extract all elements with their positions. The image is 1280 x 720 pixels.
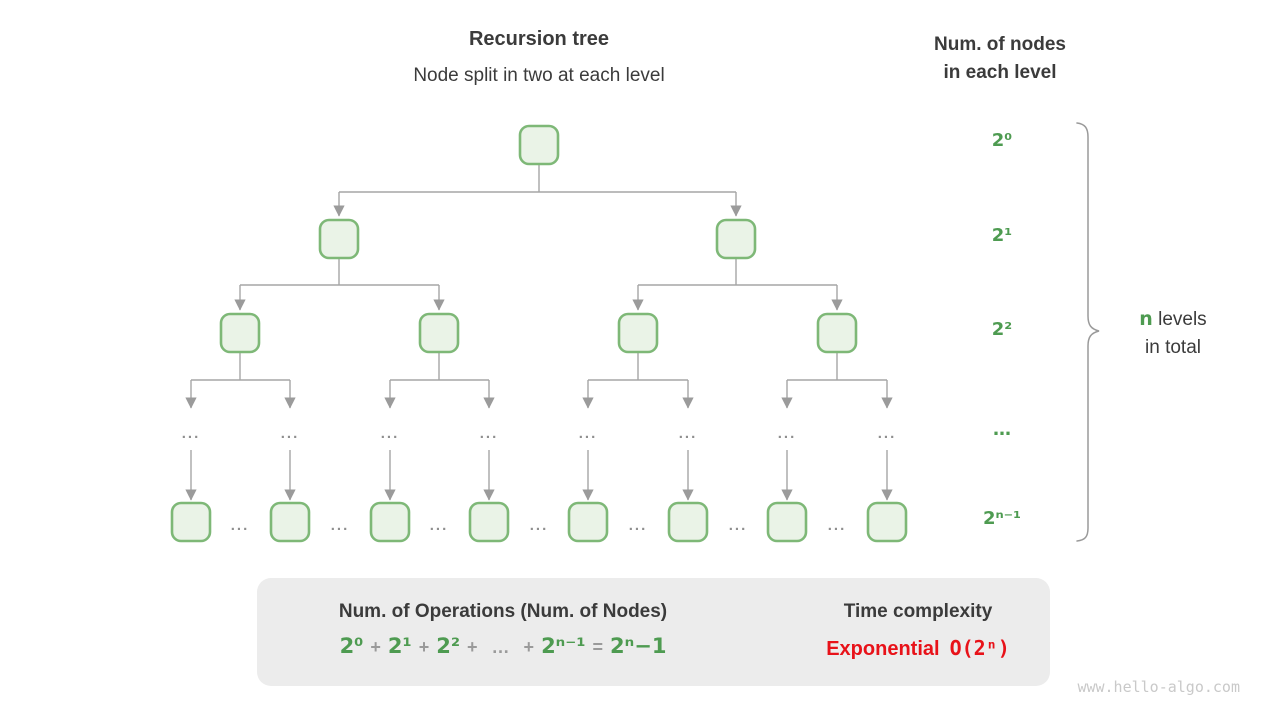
formula-term: 2⁰	[339, 634, 364, 658]
time-complexity-title: Time complexity	[843, 601, 993, 622]
tree-ellipsis: ...	[728, 517, 748, 534]
formula-operator: +	[370, 637, 381, 657]
right-panel-heading-line2: in each level	[943, 62, 1057, 83]
complexity-value: Exponential O(2ⁿ)	[800, 636, 1036, 661]
level-count-label: 2⁰	[991, 130, 1013, 151]
tree-node	[667, 501, 709, 543]
tree-node	[369, 501, 411, 543]
operations-formula: 2⁰ +2¹ +2² + … +2ⁿ⁻¹ = 2ⁿ−1	[283, 634, 723, 658]
tree-node	[816, 312, 858, 354]
formula-result: 2ⁿ−1	[610, 634, 667, 658]
tree-node	[468, 501, 510, 543]
tree-ellipsis: ...	[827, 517, 847, 534]
levels-total-line2: in total	[1145, 337, 1201, 358]
tree-ellipsis: ...	[777, 425, 797, 442]
tree-ellipsis: ...	[230, 517, 250, 534]
figure-subtitle: Node split in two at each level	[413, 65, 665, 86]
complexity-name: Exponential	[826, 638, 940, 660]
operations-title: Num. of Operations (Num. of Nodes)	[338, 601, 668, 622]
tree-ellipsis: ...	[380, 425, 400, 442]
figure-title: Recursion tree	[468, 28, 610, 50]
tree-ellipsis: ...	[181, 425, 201, 442]
tree-ellipsis: ...	[628, 517, 648, 534]
levels-total-levels: levels	[1152, 309, 1207, 330]
levels-total-note: n levels in total	[1108, 305, 1238, 362]
tree-ellipsis: ...	[330, 517, 350, 534]
tree-ellipsis: ...	[429, 517, 449, 534]
tree-node	[219, 312, 261, 354]
tree-node	[170, 501, 212, 543]
tree-node	[269, 501, 311, 543]
tree-node	[567, 501, 609, 543]
formula-ellipsis: …	[491, 637, 510, 657]
tree-node	[766, 501, 808, 543]
tree-ellipsis: ...	[678, 425, 698, 442]
formula-term: 2ⁿ⁻¹	[541, 634, 586, 658]
tree-ellipsis: ...	[280, 425, 300, 442]
tree-ellipsis: ...	[479, 425, 499, 442]
watermark: www.hello-algo.com	[1077, 678, 1240, 696]
tree-ellipsis: ...	[529, 517, 549, 534]
formula-operator: +	[467, 637, 478, 657]
right-panel-heading: Num. of nodes in each level	[895, 31, 1105, 87]
tree-node	[318, 218, 360, 260]
complexity-notation: O(2ⁿ)	[949, 636, 1010, 660]
tree-ellipsis: ...	[877, 425, 897, 442]
tree-node	[518, 124, 560, 166]
tree-ellipsis: ...	[578, 425, 598, 442]
tree-node	[715, 218, 757, 260]
formula-term: 2²	[436, 634, 461, 658]
curly-brace	[1076, 122, 1100, 542]
levels-total-n: n	[1139, 308, 1153, 330]
level-count-label: 2¹	[991, 225, 1013, 246]
formula-equals: =	[592, 637, 604, 657]
tree-node	[866, 501, 908, 543]
tree-node	[617, 312, 659, 354]
level-count-label: …	[993, 419, 1011, 440]
summary-box	[257, 578, 1050, 686]
formula-term: 2¹	[387, 634, 412, 658]
level-count-label: 2²	[991, 319, 1013, 340]
level-count-label: 2ⁿ⁻¹	[982, 508, 1022, 529]
right-panel-heading-line1: Num. of nodes	[934, 34, 1066, 55]
formula-operator: +	[523, 637, 535, 657]
tree-node	[418, 312, 460, 354]
formula-operator: +	[418, 637, 430, 657]
